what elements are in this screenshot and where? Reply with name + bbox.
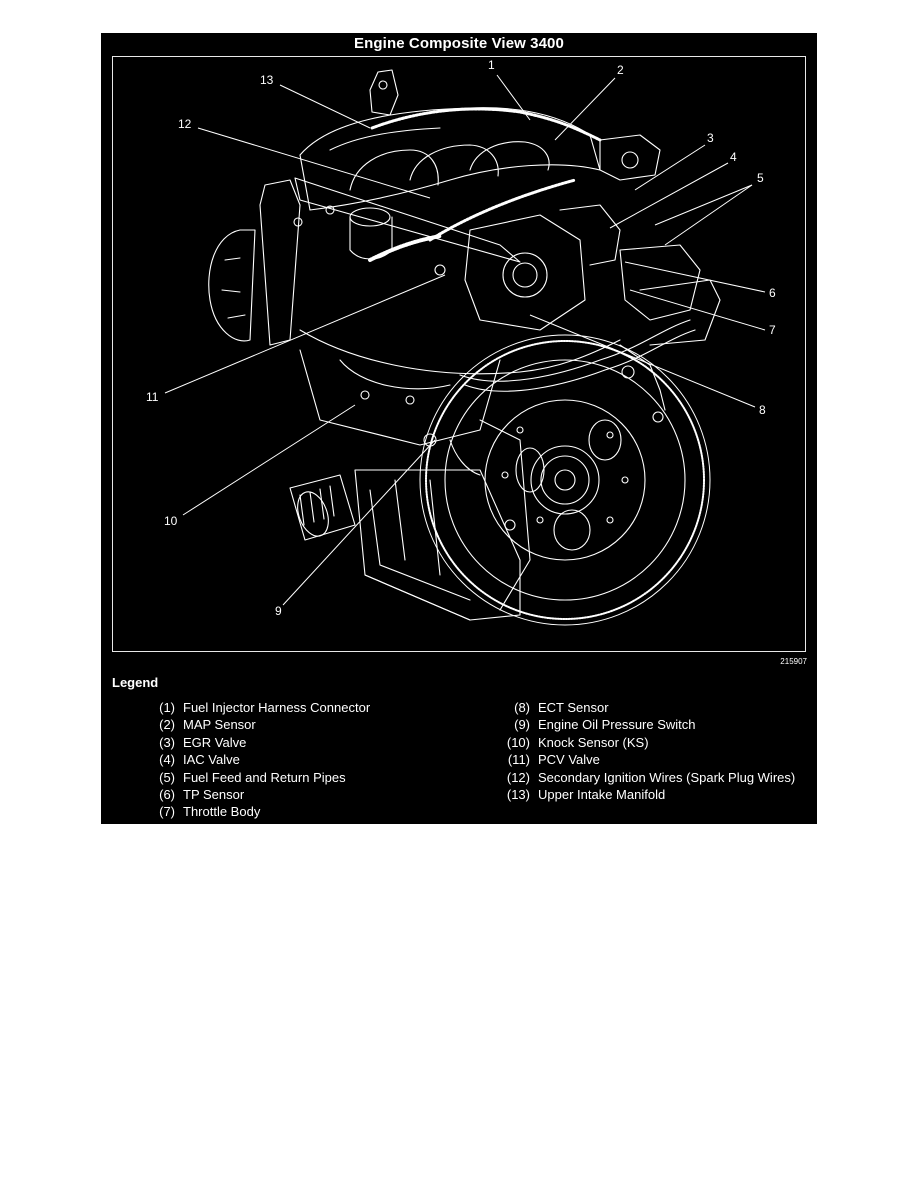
legend-item-label: IAC Valve [183,752,240,768]
callout-8: 8 [759,403,766,417]
legend-item-label: Fuel Feed and Return Pipes [183,769,346,785]
legend-item-label: PCV Valve [538,752,600,768]
callout-13: 13 [260,73,274,87]
legend-item-number: (1) [159,700,175,715]
leader-lines [164,74,766,606]
legend-item: (6) TP Sensor [141,786,370,803]
callout-12: 12 [178,117,192,131]
callout-10: 10 [164,514,178,528]
legend-left-column: (1) Fuel Injector Harness Connector (2) MA… [141,699,370,821]
illustration-frame [112,56,806,652]
callout-5: 5 [757,171,764,185]
legend-title: Legend [112,675,159,690]
legend-item-number: (2) [159,717,175,733]
legend-item: (9) Engine Oil Pressure Switch [496,716,795,733]
legend-right-column: (8) ECT Sensor (9) Engine Oil Pressure Swi… [496,699,795,803]
figure-panel: Engine Composite View 3400 [101,33,817,824]
legend-item-label: Throttle Body [183,804,261,820]
legend-item: (5) Fuel Feed and Return Pipes [141,769,370,786]
legend-item-number: (10) [506,734,530,750]
legend-item: (1) Fuel Injector Harness Connector [141,699,370,716]
callout-6: 6 [769,286,776,300]
legend-item-number: (12) [506,769,530,785]
legend-item-number: (9) [514,717,530,733]
callout-4: 4 [730,150,737,164]
legend-item-label: MAP Sensor [183,717,256,733]
legend-item-number: (3) [159,734,175,750]
legend-item-label: TP Sensor [183,787,245,803]
figure-id: 215907 [780,657,807,666]
legend-item-label: EGR Valve [183,734,247,750]
legend-item-label: Upper Intake Manifold [538,787,666,803]
callout-3: 3 [707,131,714,145]
legend-item: (10) Knock Sensor (KS) [496,734,795,751]
legend-item: (12) Secondary Ignition Wires (Spark Plug… [496,769,795,786]
legend-item-number: (5) [159,769,175,785]
callout-7: 7 [769,323,776,337]
legend-item: (3) EGR Valve [141,734,370,751]
legend-item-number: (4) [159,752,175,768]
engine-illustration [164,69,766,626]
callout-2: 2 [617,63,624,77]
legend-item-label: Engine Oil Pressure Switch [538,717,696,733]
figure-title: Engine Composite View 3400 [354,35,564,52]
legend-item-number: (8) [514,700,530,715]
callout-9: 9 [275,604,282,618]
callout-1: 1 [488,58,495,72]
legend-item: (8) ECT Sensor [496,699,795,716]
legend-item: (11) PCV Valve [496,751,795,768]
legend-item-number: (11) [507,752,530,768]
legend-item: (2) MAP Sensor [141,716,370,733]
legend-item: (4) IAC Valve [141,751,370,768]
legend-item-number: (13) [506,787,530,803]
legend-item-label: Knock Sensor (KS) [538,734,649,750]
legend-item-number: (7) [159,804,175,820]
legend-item: (13) Upper Intake Manifold [496,786,795,803]
legend-item-label: ECT Sensor [538,700,609,715]
legend-item-number: (6) [159,787,175,803]
legend-item-label: Secondary Ignition Wires (Spark Plug Wir… [538,769,796,785]
legend-item: (7) Throttle Body [141,803,370,820]
callout-11: 11 [146,390,159,404]
legend-item-label: Fuel Injector Harness Connector [183,700,371,715]
